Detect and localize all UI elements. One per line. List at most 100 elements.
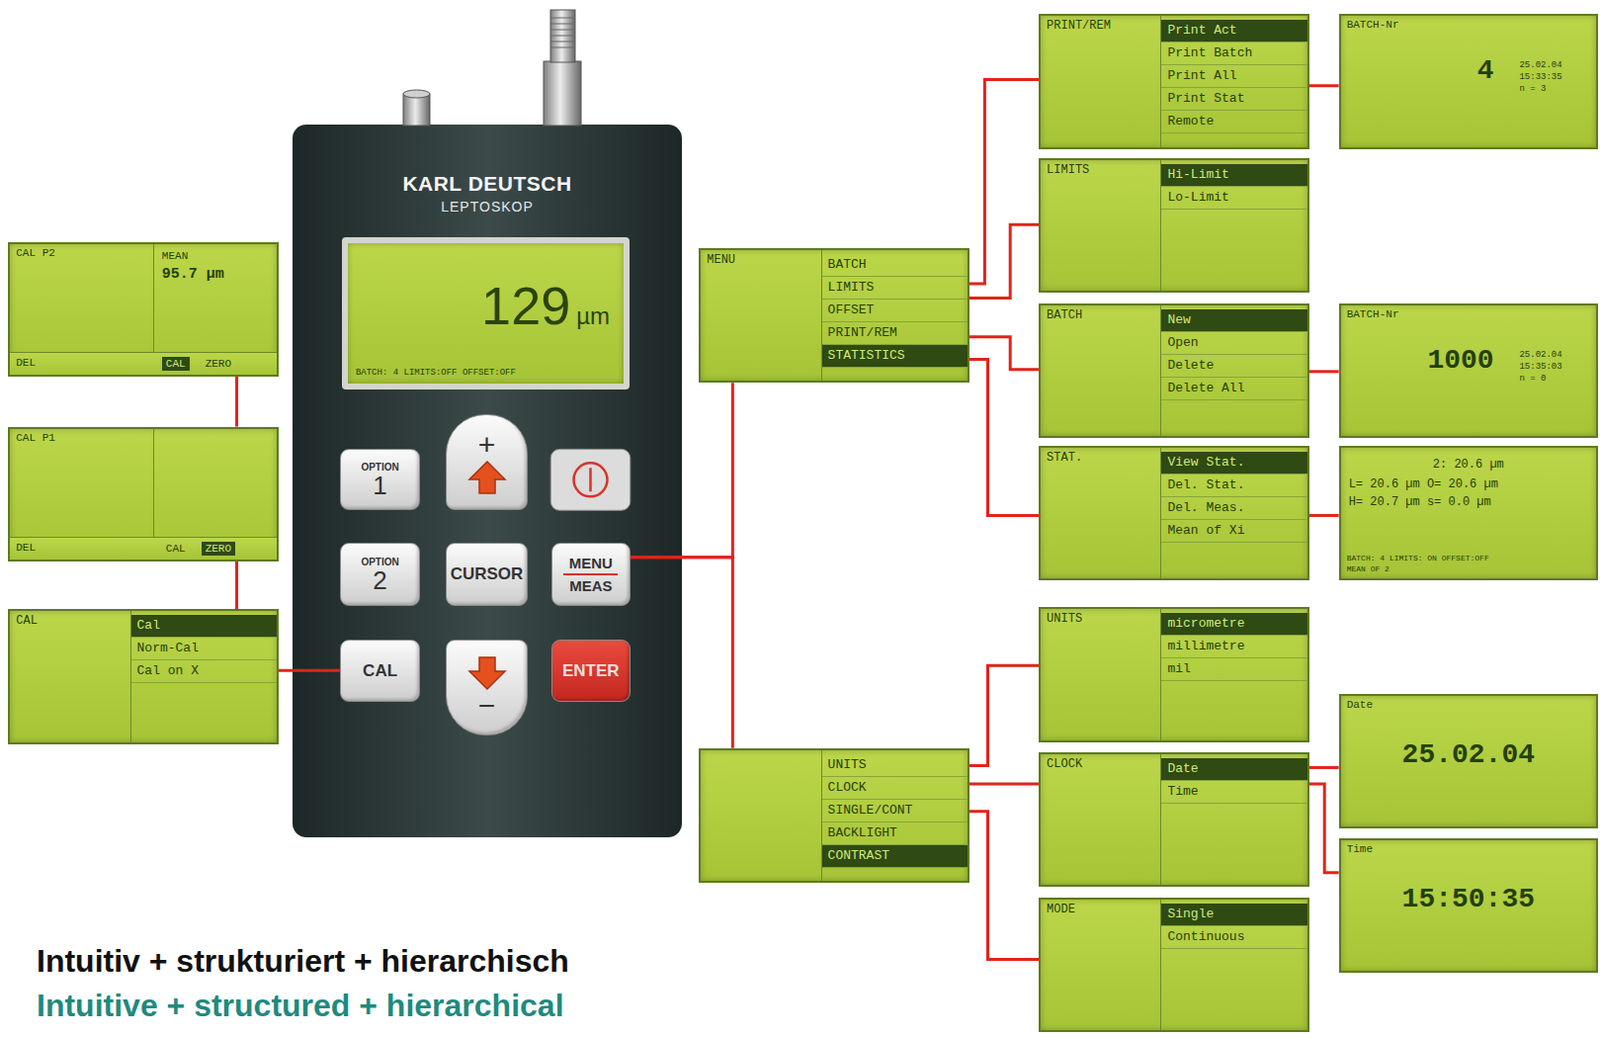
panel-title-area: MODE [1040, 899, 1161, 1030]
value-area: 4 [1341, 55, 1495, 86]
panel-title-area: PRINT/REM [1040, 15, 1161, 147]
lcd-panel: CAL P1DELCALZERO [7, 426, 279, 562]
soft-keys: CAL ZERO [154, 352, 277, 375]
panel-title: PRINT/REM [1046, 18, 1155, 33]
menu-connector [278, 669, 340, 673]
key-sign: + [478, 429, 497, 460]
probe-knurl [550, 9, 576, 63]
menu-item: SINGLE/CONT [828, 799, 962, 822]
panel-info: 25.02.04 [1518, 348, 1562, 361]
menu-item: PRINT/REM [828, 322, 962, 344]
lcd-panel: PRINT/REM Print ActPrint BatchPrint AllPr… [1038, 13, 1310, 149]
value-area: 15:50:35 [1341, 883, 1597, 915]
menu-row: Norm-Cal [131, 637, 277, 661]
menu-connector [1309, 783, 1340, 873]
menu-list: CalNorm-CalCal on X [130, 610, 277, 742]
brand-plate: KARL DEUTSCH LEPTOSKOP [292, 171, 681, 215]
reading-unit: µm [576, 302, 610, 331]
stat-value: 2: 20.6 µm [1348, 457, 1589, 472]
lcd-panel: UNITS micrometremillimetremil [1038, 606, 1310, 742]
menu-item: Print All [1167, 65, 1301, 87]
power-symbol [589, 467, 593, 492]
menu-row: Print All [1161, 65, 1307, 88]
menu-row: Open [1161, 332, 1307, 355]
menu-connector [1309, 765, 1340, 769]
panel-title-area: UNITS [1040, 608, 1161, 740]
menu-row: Hi-Limit [1161, 164, 1307, 187]
panel-title: MODE [1046, 902, 1155, 917]
panel-title: Date [1347, 698, 1373, 711]
menu-item: Open [1167, 332, 1301, 354]
lcd-panel: BATCH-Nr425.02.0415:33:35n = 3 [1339, 13, 1599, 149]
panel-title-area: Date [1347, 698, 1373, 711]
menu-row: Cal on X [131, 660, 277, 683]
menu-item: Hi-Limit [1167, 164, 1301, 186]
slogan: Intuitive + structured + hierarchical [36, 983, 570, 1028]
menu-connector [235, 376, 239, 427]
device-body: KARL DEUTSCHLEPTOSKOP129µmBATCH: 4 LIMIT… [292, 124, 681, 838]
menu-connector [969, 224, 1039, 298]
menu-item: New [1167, 309, 1301, 332]
lcd-panel: STAT.View Stat.Del. Stat.Del. Meas.Mean … [1038, 445, 1310, 581]
menu-item: Mean of Xi [1167, 519, 1301, 542]
soft-key: ZERO [201, 356, 236, 371]
menu-row: Remote [1161, 110, 1307, 134]
soft-key-label: ZERO [205, 542, 232, 555]
probe-plug [543, 61, 582, 126]
stat-value: L= 20.6 µm O= 20.6 µm [1348, 477, 1589, 492]
status-text: BATCH: 4 LIMITS: ON OFFSET:OFF [1347, 552, 1490, 564]
menu-item: Lo-Limit [1167, 186, 1301, 209]
soft-key-bar: DELCALZERO [9, 536, 277, 560]
panel-title-area: BATCH-Nr [1347, 308, 1400, 321]
menu-row: CLOCK [822, 776, 968, 800]
menu-item: Delete All [1167, 377, 1301, 400]
menu-row: Mean of Xi [1161, 519, 1307, 543]
arrow-shape [469, 657, 506, 689]
soft-key: CAL [162, 356, 190, 371]
panel-value: 1000 [1341, 344, 1495, 376]
soft-key: CAL [162, 541, 190, 556]
menu-connector [969, 336, 1039, 370]
soft-key-label: CAL [166, 542, 186, 555]
panel-title: MENU [706, 252, 815, 267]
menu-row: Cal [131, 614, 277, 638]
menu-row: View Stat. [1161, 451, 1307, 475]
lcd-panel: BATCH-Nr100025.02.0415:35:03n = 0 [1339, 303, 1599, 438]
lcd-panel: BATCHNewOpenDeleteDelete All [1038, 303, 1310, 438]
info-area: 25.02.0415:33:35n = 3 [1518, 59, 1562, 95]
status-text: MEAN OF 2 [1347, 563, 1490, 575]
socket-stub [403, 93, 430, 126]
brand-name: KARL DEUTSCH [292, 171, 681, 196]
key-label: CAL [362, 661, 398, 681]
knurl-lines [550, 17, 576, 48]
menu-list: Hi-LimitLo-Limit [1160, 160, 1307, 291]
soft-key-label: DEL [15, 356, 36, 369]
stat-value: H= 20.7 µm s= 0.0 µm [1348, 495, 1589, 509]
panel-value: 15:50:35 [1341, 883, 1597, 915]
panel-title-area: CLOCK [1040, 754, 1161, 885]
menu-row: STATISTICS [822, 344, 968, 368]
menu-connector [969, 358, 1039, 515]
menu-item: Single [1167, 903, 1301, 926]
menu-row: Continuous [1161, 926, 1307, 949]
menu-list: BATCHLIMITSOFFSETPRINT/REMSTATISTICS [821, 250, 968, 381]
menu-item: OFFSET [828, 299, 962, 322]
arrow-symbol [467, 655, 507, 691]
menu-list: Print ActPrint BatchPrint AllPrint StatR… [1160, 15, 1307, 147]
menu-item: Print Stat [1167, 87, 1301, 110]
panel-title: UNITS [1046, 611, 1155, 626]
panel-value: 95.7 µm [162, 265, 269, 283]
panel-info: n = 0 [1518, 372, 1562, 385]
menu-row: New [1161, 309, 1307, 333]
menu-item: Time [1167, 780, 1301, 803]
key-button: MENUMEAS [551, 542, 632, 606]
menu-row: Print Stat [1161, 87, 1307, 111]
panel-title: STAT. [1046, 450, 1155, 465]
menu-list: micrometremillimetremil [1160, 608, 1307, 740]
lcd-panel: CALCalNorm-CalCal on X [7, 608, 279, 744]
model-name: LEPTOSKOP [292, 198, 681, 215]
key-label: MENU [569, 554, 613, 572]
value-area: MEAN95.7 µm [154, 244, 277, 289]
menu-row: SINGLE/CONT [822, 799, 968, 823]
menu-item: BACKLIGHT [828, 822, 962, 844]
